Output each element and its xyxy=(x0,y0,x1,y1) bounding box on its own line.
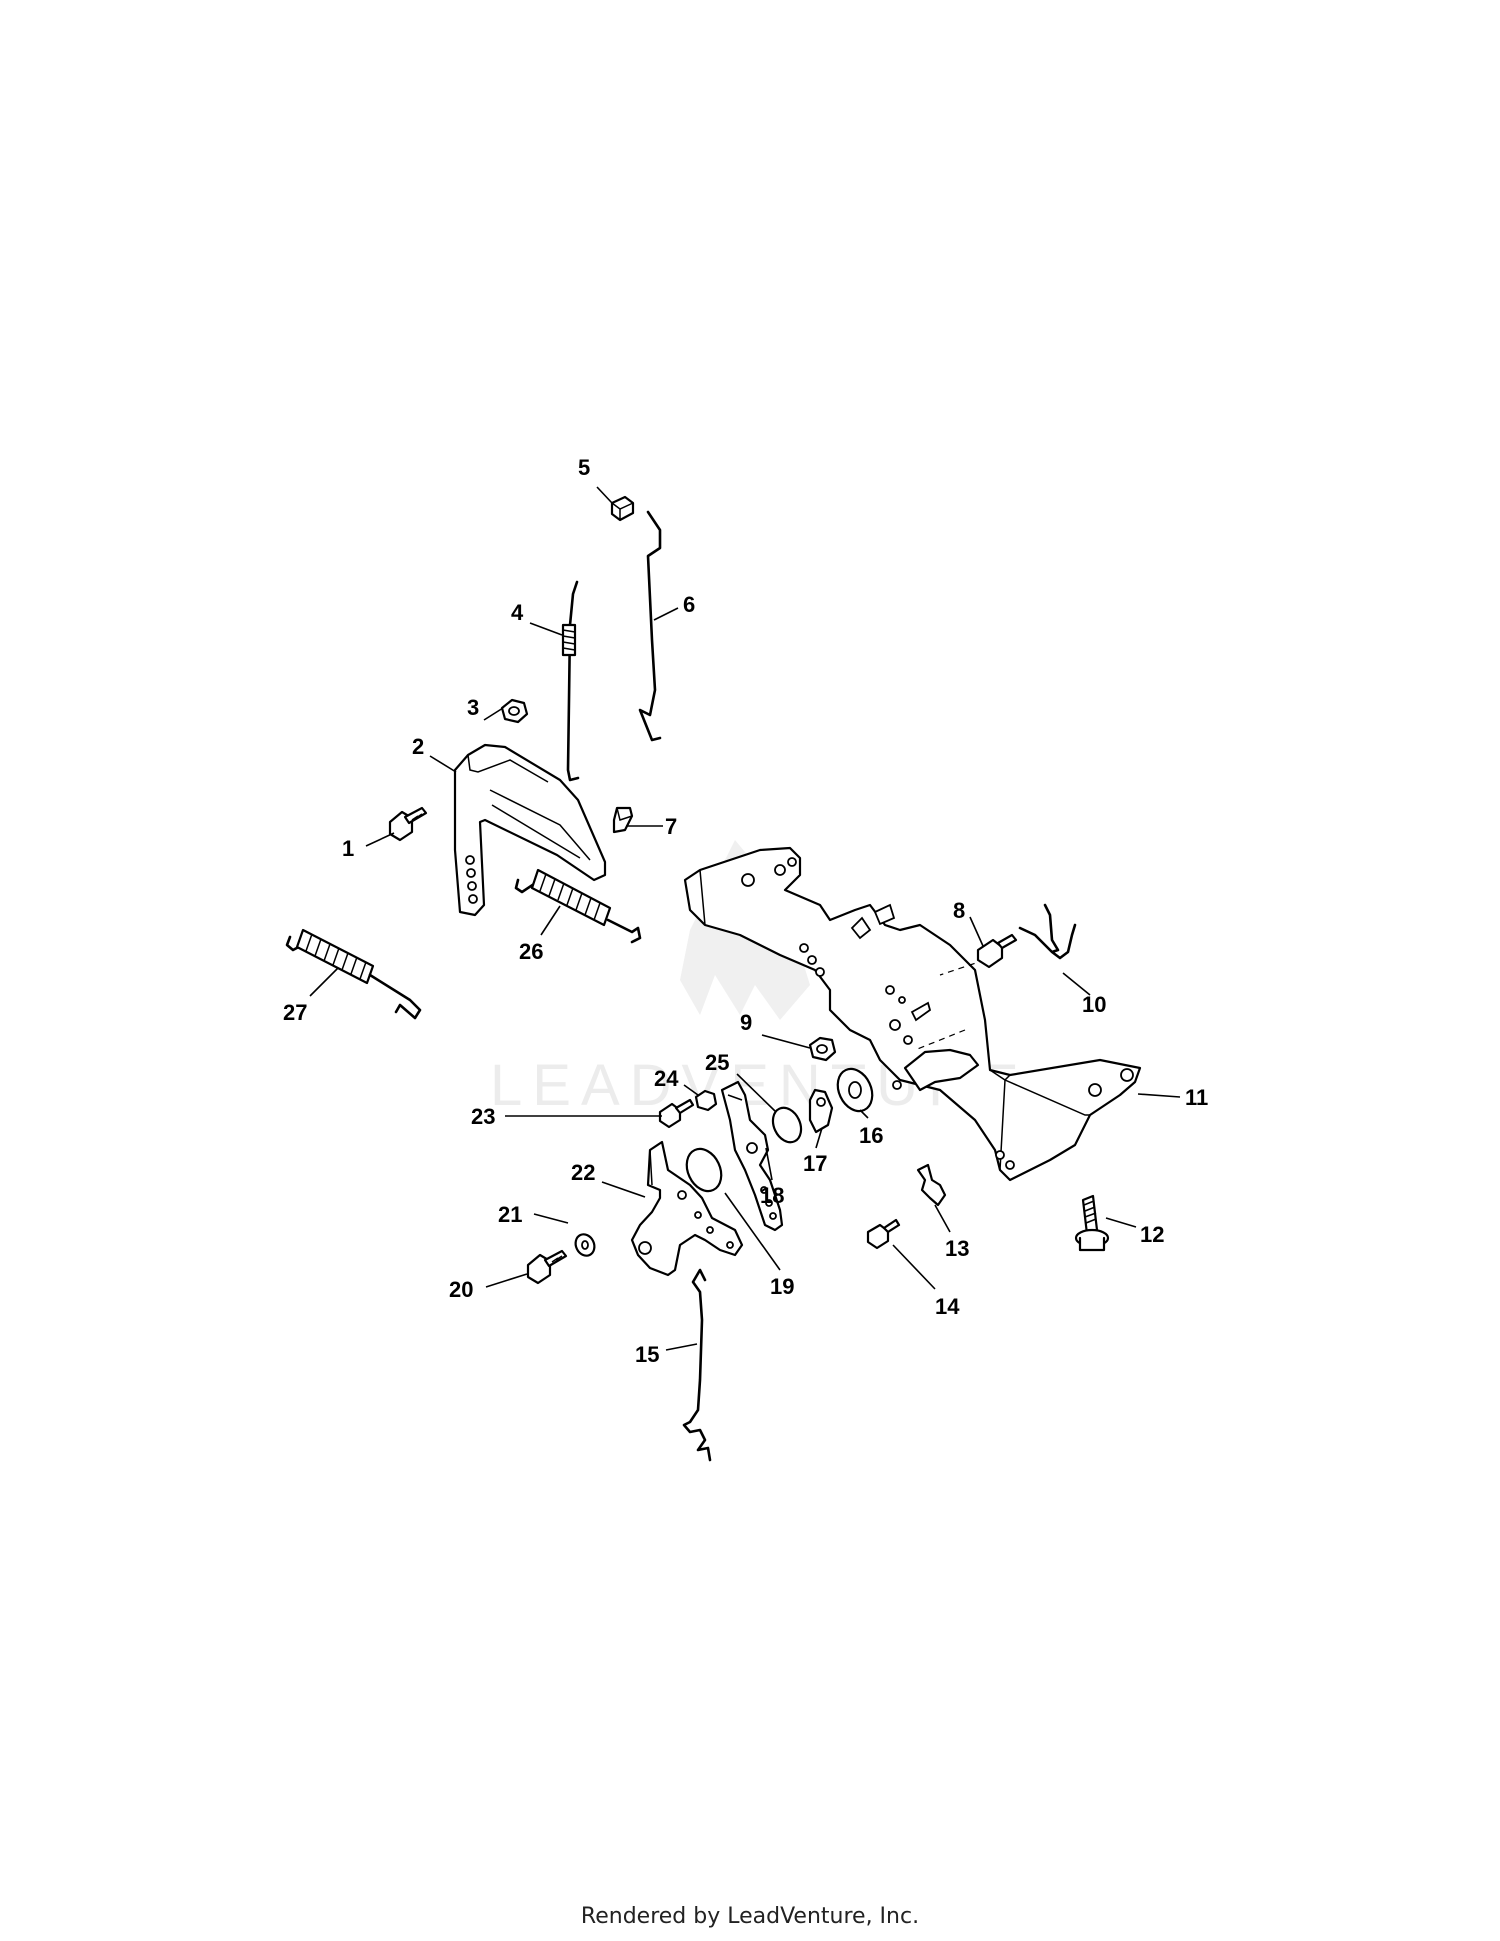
part-11-main-bracket xyxy=(683,846,1142,1182)
part-5-bushing xyxy=(610,495,635,522)
callout-25: 25 xyxy=(705,1050,729,1075)
callout-13: 13 xyxy=(945,1236,969,1261)
part-18-lever xyxy=(720,1080,784,1232)
part-20-bolt xyxy=(526,1249,568,1285)
callout-24: 24 xyxy=(654,1066,679,1091)
callout-9: 9 xyxy=(740,1010,752,1035)
leader-lines xyxy=(309,486,1181,1351)
part-21-washer xyxy=(574,1233,596,1257)
callout-18: 18 xyxy=(760,1183,784,1208)
callout-26: 26 xyxy=(519,939,543,964)
part-2-bracket xyxy=(453,743,607,917)
callout-21: 21 xyxy=(498,1202,522,1227)
callout-2: 2 xyxy=(412,734,424,759)
part-25-disc xyxy=(771,1106,803,1144)
callout-19: 19 xyxy=(770,1274,794,1299)
callout-17: 17 xyxy=(803,1151,827,1176)
callout-14: 14 xyxy=(935,1294,960,1319)
part-16-washer xyxy=(836,1067,874,1113)
part-14-bolt xyxy=(866,1218,901,1250)
callout-3: 3 xyxy=(467,695,479,720)
footer-credit: Rendered by LeadVenture, Inc. xyxy=(580,1904,920,1929)
callout-23: 23 xyxy=(471,1104,495,1129)
part-4-spring-rod xyxy=(561,580,580,782)
callout-11: 11 xyxy=(1185,1085,1208,1110)
callout-8: 8 xyxy=(953,898,965,923)
callout-5: 5 xyxy=(578,455,590,480)
part-9-nut xyxy=(808,1036,837,1062)
callout-22: 22 xyxy=(571,1160,595,1185)
part-8-bolt xyxy=(976,933,1018,969)
callout-6: 6 xyxy=(683,592,695,617)
callout-15: 15 xyxy=(635,1342,659,1367)
part-22-bracket xyxy=(630,1140,744,1277)
callouts: 1 2 3 4 5 6 7 8 9 10 11 12 13 14 15 16 1… xyxy=(283,455,1208,1367)
part-15-rod xyxy=(682,1268,712,1462)
callout-7: 7 xyxy=(665,814,677,839)
part-12-flange-bolt xyxy=(1074,1194,1110,1252)
callout-1: 1 xyxy=(342,836,354,861)
part-23-bolt xyxy=(658,1098,695,1129)
part-10-torsion-spring xyxy=(1018,903,1077,960)
part-19-disc xyxy=(685,1147,723,1193)
callout-27: 27 xyxy=(283,1000,307,1025)
callout-12: 12 xyxy=(1140,1222,1164,1247)
part-13-clip xyxy=(916,1163,947,1207)
callout-4: 4 xyxy=(511,600,524,625)
part-24-nut xyxy=(694,1089,718,1112)
part-1-bolt xyxy=(388,806,428,842)
part-17-clip xyxy=(808,1088,834,1134)
part-26-spring xyxy=(514,868,642,944)
part-3-hex-nut xyxy=(500,698,529,724)
part-27-spring xyxy=(285,928,422,1020)
callout-20: 20 xyxy=(449,1277,473,1302)
part-6-rod xyxy=(638,510,662,742)
callout-10: 10 xyxy=(1082,992,1106,1017)
part-7-clip xyxy=(612,806,634,834)
callout-16: 16 xyxy=(859,1123,883,1148)
